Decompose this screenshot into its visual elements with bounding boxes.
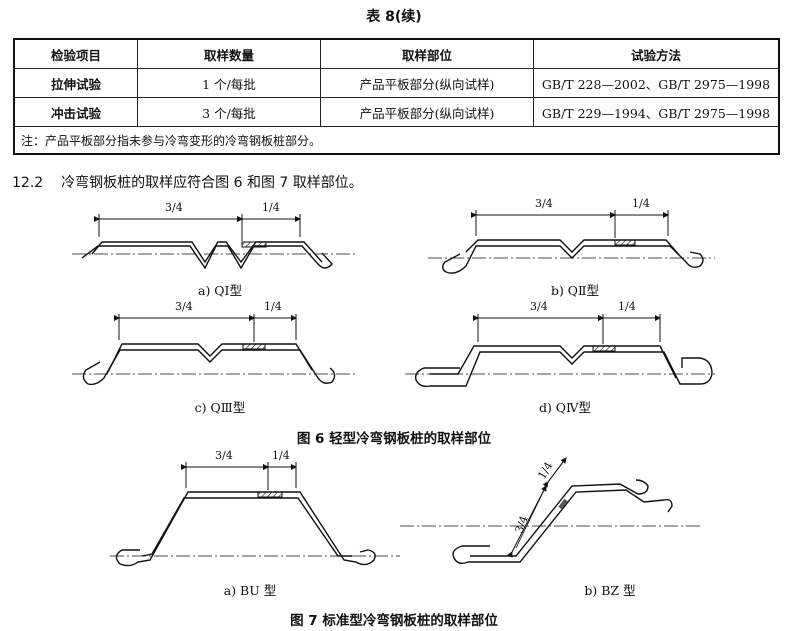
q1-dim-one-quarter: 1/4	[262, 201, 280, 214]
q3-dim-one-quarter: 1/4	[264, 300, 282, 313]
q3-dim-three-quarter: 3/4	[175, 300, 193, 313]
header-cell: 取样数量	[137, 38, 321, 69]
table-cell: 拉伸试验	[13, 68, 138, 98]
section-number: 12.2	[12, 175, 44, 191]
section-text: 冷弯钢板桩的取样应符合图 6 和图 7 取样部位。	[61, 175, 363, 191]
figure7-title: 图 7 标准型冷弯钢板桩的取样部位	[290, 613, 498, 629]
q2-caption: b) QⅡ型	[550, 283, 600, 298]
q2-profile-drawing	[428, 210, 715, 274]
figure6-title: 图 6 轻型冷弯钢板桩的取样部位	[296, 431, 492, 447]
header-cell: 取样部位	[320, 38, 534, 69]
table-cell: 冲击试验	[13, 97, 138, 127]
q1-profile-drawing	[72, 214, 355, 270]
table-row: 冲击试验 3 个/每批 产品平板部分(纵向试样) GB/T 229—1994、G…	[13, 97, 780, 127]
table-header-row: 检验项目 取样数量 取样部位 试验方法	[13, 38, 780, 69]
table-cell: 1 个/每批	[137, 68, 321, 98]
table-note-row: 注：产品平板部分指未参与冷弯变形的冷弯钢板桩部分。	[13, 126, 780, 155]
q4-caption: d) QⅣ型	[538, 400, 592, 415]
q1-dim-three-quarter: 3/4	[165, 201, 183, 214]
table-row: 拉伸试验 1 个/每批 产品平板部分(纵向试样) GB/T 228—2002、G…	[13, 68, 780, 98]
bu-caption: a) BU 型	[223, 583, 277, 598]
bu-profile-drawing	[110, 462, 400, 567]
table-cell: 3 个/每批	[137, 97, 321, 127]
header-cell: 检验项目	[13, 38, 138, 69]
table-cell: 产品平板部分(纵向试样)	[320, 97, 534, 127]
table-title: 表 8(续)	[366, 9, 422, 25]
q4-dim-one-quarter: 1/4	[618, 300, 636, 313]
q2-dim-three-quarter: 3/4	[535, 197, 553, 210]
table-note: 注：产品平板部分指未参与冷弯变形的冷弯钢板桩部分。	[13, 126, 780, 155]
bu-dim-three-quarter: 3/4	[215, 449, 233, 462]
table-cell: GB/T 229—1994、GB/T 2975—1998	[533, 97, 780, 127]
bu-dim-one-quarter: 1/4	[272, 449, 290, 462]
bz-dim-three-quarter: 3/4	[513, 514, 531, 535]
bz-dim-one-quarter: 1/4	[535, 460, 555, 482]
q3-profile-drawing	[72, 314, 355, 386]
bz-profile-drawing	[400, 457, 700, 565]
q4-profile-drawing	[405, 314, 715, 388]
q1-caption: a) QⅠ型	[198, 283, 242, 298]
sampling-table: 检验项目 取样数量 取样部位 试验方法 拉伸试验 1 个/每批 产品平板部分(纵…	[13, 38, 780, 155]
q4-dim-three-quarter: 3/4	[530, 300, 548, 313]
q3-caption: c) QⅢ型	[194, 400, 246, 415]
table-cell: 产品平板部分(纵向试样)	[320, 68, 534, 98]
bz-caption: b) BZ 型	[584, 583, 636, 598]
q2-dim-one-quarter: 1/4	[632, 197, 650, 210]
section-12-2: 12.2 冷弯钢板桩的取样应符合图 6 和图 7 取样部位。	[12, 172, 363, 192]
